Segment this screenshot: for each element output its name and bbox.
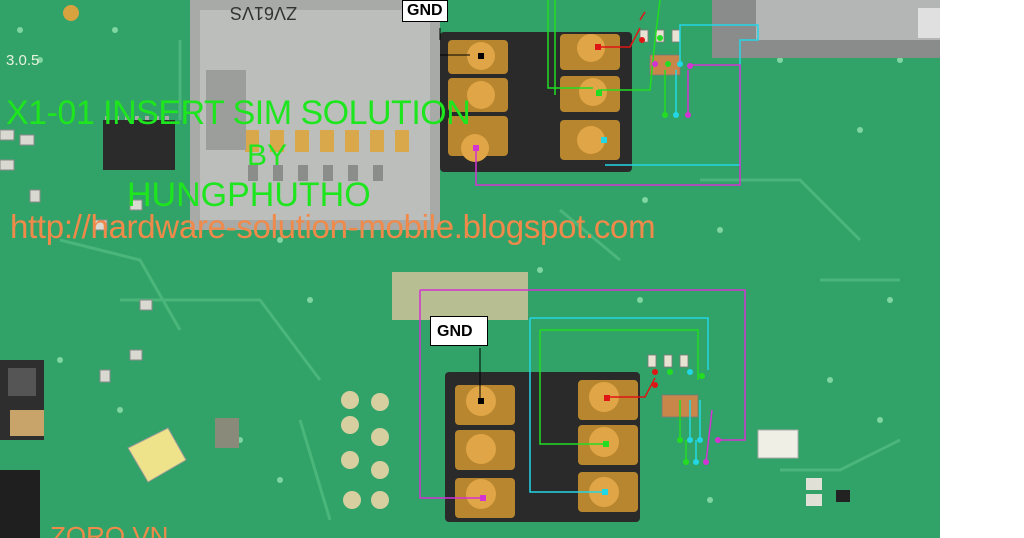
gnd-label-top: GND [402, 0, 448, 22]
overlay-url: http://hardware-solution-mobile.blogspot… [10, 208, 656, 245]
overlay-footer: ZORO VN [50, 521, 169, 538]
overlay-by: BY [247, 139, 288, 172]
overlay-title: X1-01 INSERT SIM SOLUTION [6, 94, 471, 132]
silkscreen-chip-mark: ZV61VS [230, 3, 298, 23]
pcb-board [0, 0, 940, 538]
silkscreen-version: 3.0.5 [6, 52, 40, 69]
overlay-author: HUNGPHUTHO [127, 176, 371, 214]
gnd-label-bottom: GND [430, 316, 488, 346]
